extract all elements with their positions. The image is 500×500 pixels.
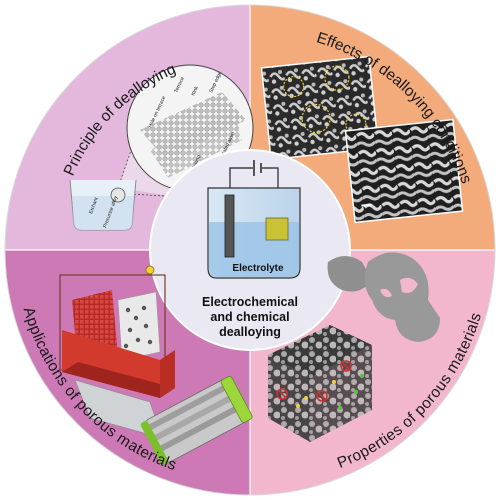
center-title-line3: dealloying	[219, 325, 281, 339]
precursor-alloy-sample	[110, 187, 126, 203]
blob-shape-2	[364, 252, 440, 342]
applications-illustration	[59, 265, 253, 466]
label-island: Island	[191, 154, 202, 169]
properties-illustration	[268, 252, 440, 442]
gas-molecules	[276, 360, 365, 411]
center-title-line1: Electrochemical	[202, 295, 298, 309]
label-kink: Kink	[190, 85, 200, 97]
sem-image-2	[344, 118, 464, 224]
blob-shape-1	[327, 256, 372, 292]
sem-images	[260, 55, 464, 224]
etchant-beaker: Etchant Precursor alloy	[69, 179, 137, 231]
electrode-left	[224, 194, 235, 258]
atom-lattice	[140, 92, 246, 178]
rolled-battery-cell	[140, 376, 253, 466]
porous-cube	[268, 325, 372, 442]
electrolyte-label: Electrolyte	[232, 263, 284, 274]
center-panel: Electrolyte Electrochemical and chemical…	[149, 149, 351, 351]
label-etchant: Etchant	[88, 196, 100, 215]
electrode-right	[265, 217, 289, 241]
center-title-line2: and chemical	[210, 310, 289, 324]
